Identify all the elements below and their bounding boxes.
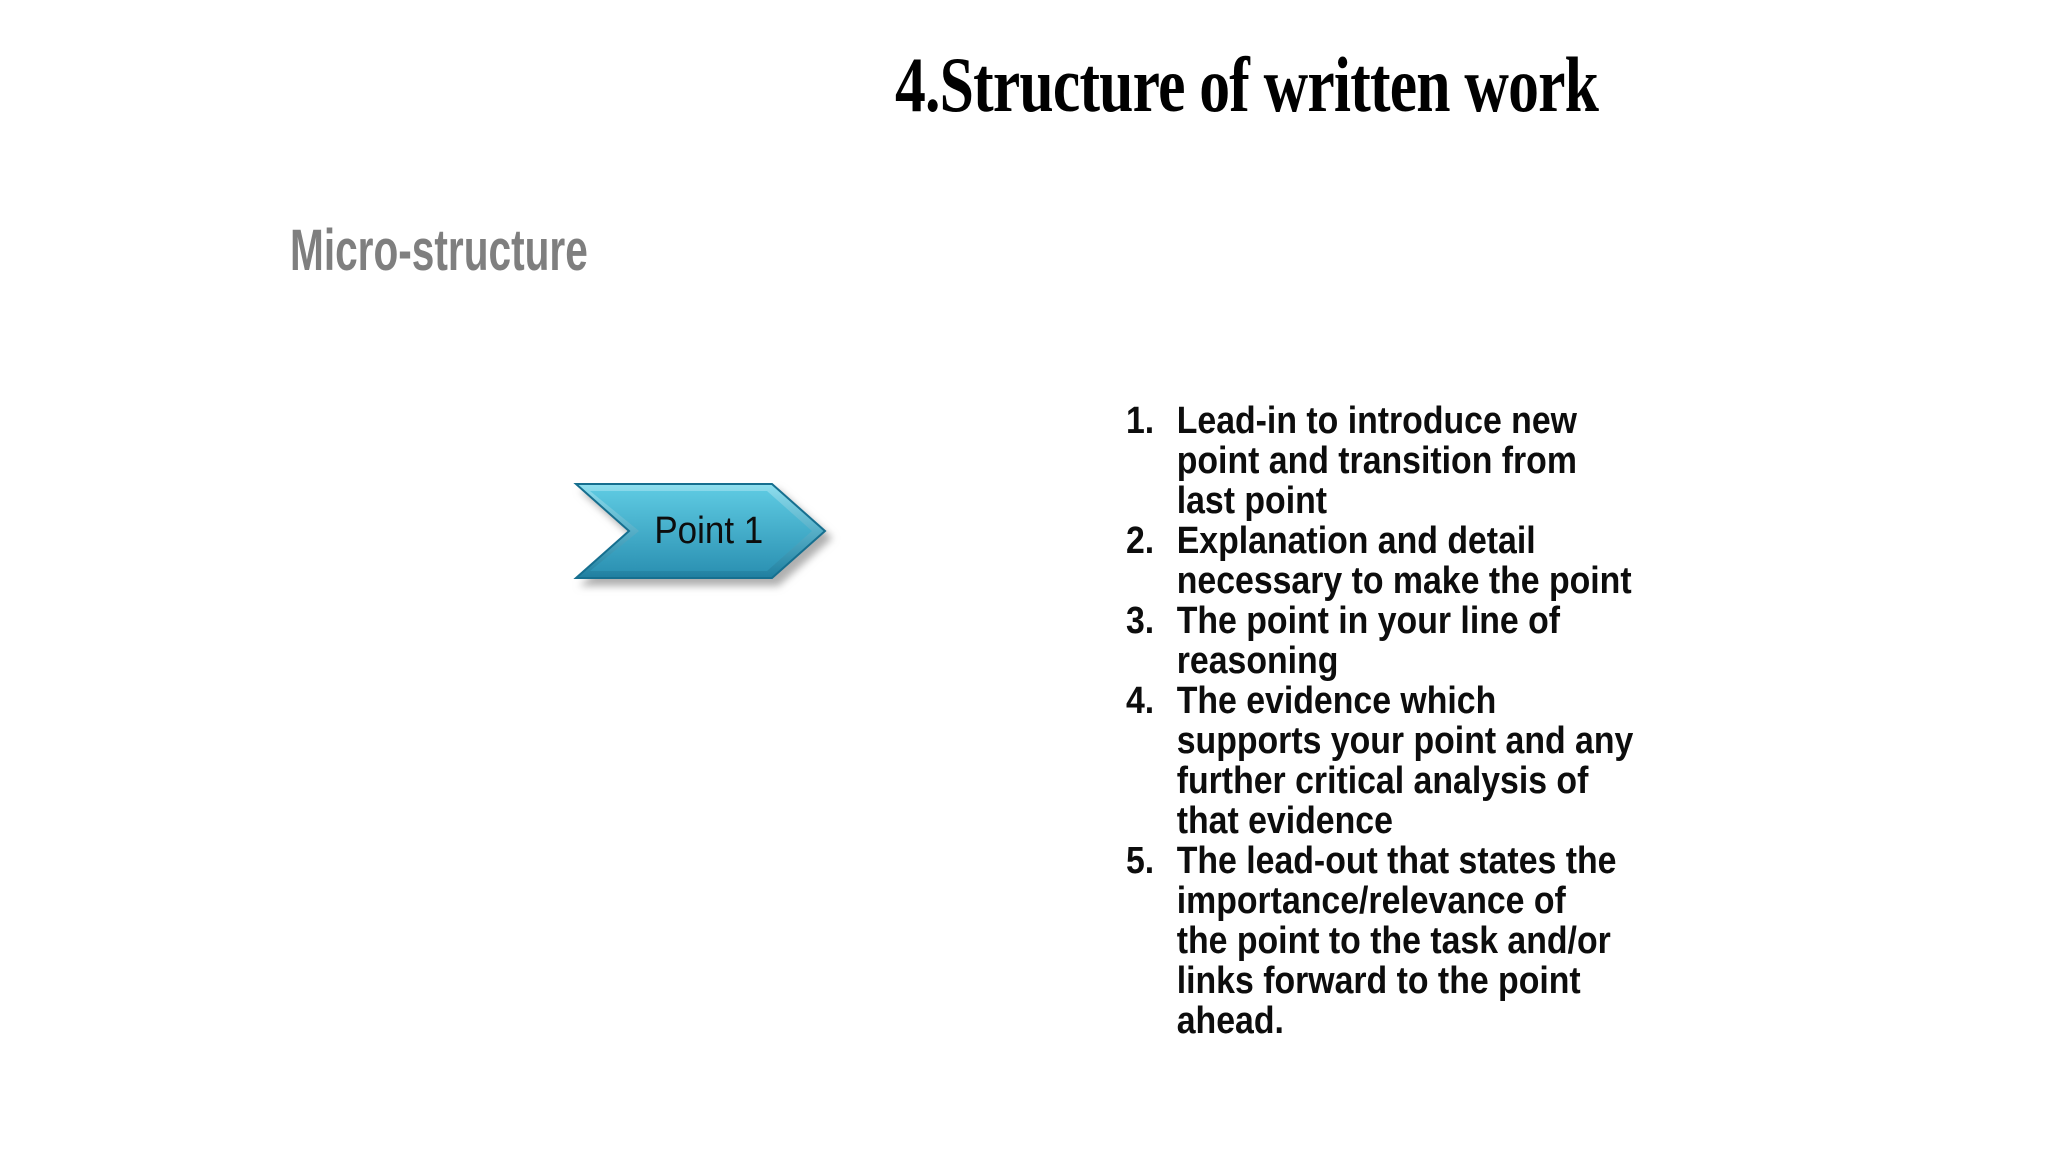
list-item-number: 2. [1126,520,1155,562]
point-1-arrow-shape: Point 1 [573,483,827,579]
list-item: 1. Lead-in to introduce new point and tr… [1126,401,1749,521]
arrow-inner-face [590,491,812,571]
list-item-number: 3. [1126,600,1155,642]
list-item-number: 5. [1126,840,1155,882]
slide-subtitle: Micro-structure [290,218,588,283]
list-item-text: Explanation and detail necessary to make… [1176,520,1632,602]
arrow-label: Point 1 [654,509,764,552]
list-item: 5. The lead-out that states the importan… [1126,841,1749,1041]
list-item: 2. Explanation and detail necessary to m… [1126,521,1749,601]
list-item-number: 4. [1126,680,1155,722]
chevron-arrow-icon [573,483,827,579]
list-item-text: Lead-in to introduce new point and trans… [1176,400,1577,522]
list-item-number: 1. [1126,400,1155,442]
list-item-text: The lead-out that states the importance/… [1176,840,1617,1042]
list-item: 3. The point in your line of reasoning [1126,601,1749,681]
list-item: 4. The evidence which supports your poin… [1126,681,1749,841]
list-item-text: The point in your line of reasoning [1176,600,1561,682]
micro-structure-list: 1. Lead-in to introduce new point and tr… [1126,401,1749,1041]
list-item-text: The evidence which supports your point a… [1176,680,1634,842]
slide-title: 4.Structure of written work [895,41,1599,128]
